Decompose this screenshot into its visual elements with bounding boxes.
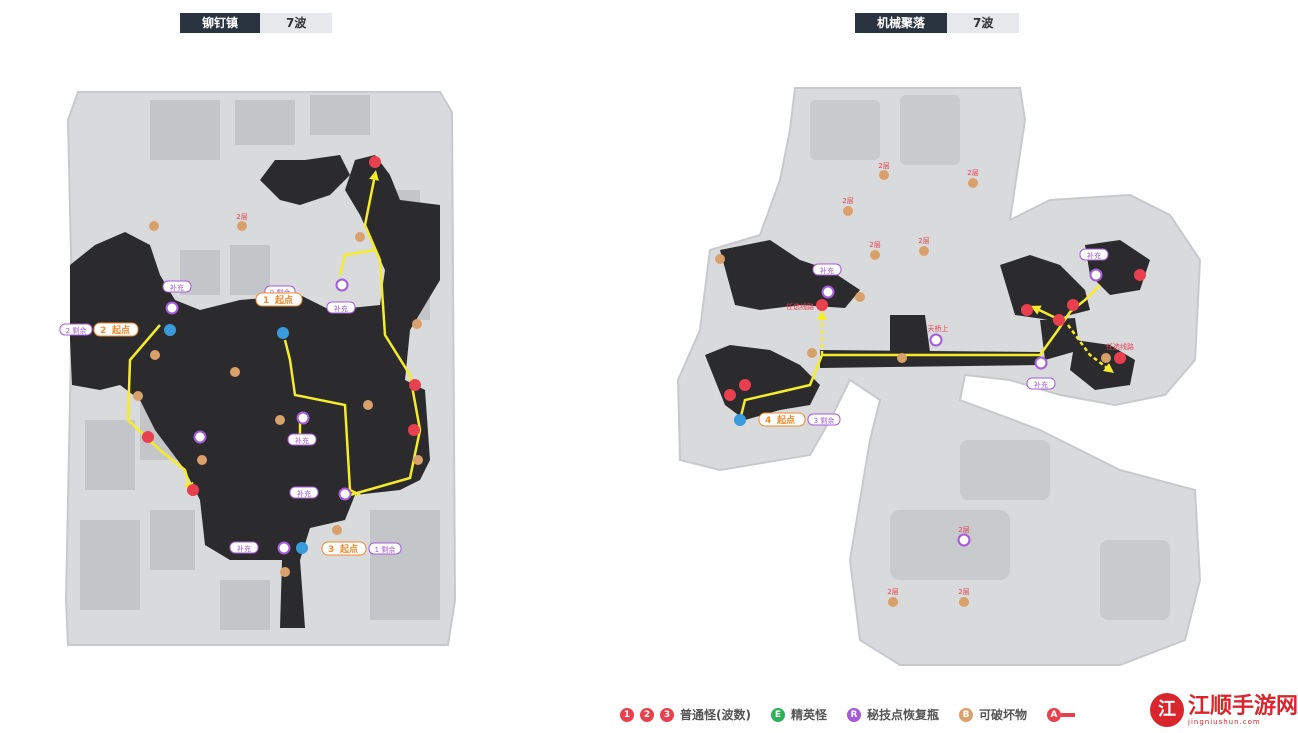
right-map-waves: 7波 [947,13,1020,33]
floor-label: 2层 [967,169,978,177]
left-supply-tags: 补充 补充 补充 补充 补充 [162,280,356,554]
start-number: 2 [100,326,106,336]
left-enemies [142,156,421,496]
legend-tech-label: 秘技点恢复瓶 [867,708,940,722]
floor-label: 2层 [236,213,247,221]
left-map-waves: 7波 [260,13,333,33]
floor-label: 2层 [878,162,889,170]
left-breakables [133,221,423,577]
supply-label: 补充 [1034,380,1048,389]
path-key-icon: A [1047,707,1076,722]
elite-icon: E [770,707,785,722]
right-floor-labels: 2层 2层 2层 2层 2层 2层 2层 2层 任选线路 任选线路 天桥上 [786,162,1134,596]
left-floor [70,155,440,628]
right-breakables [715,170,1111,607]
legend-breakable-label: 可破坏物 [979,708,1028,722]
watermark-url: jingniushun.com [1188,718,1261,726]
start-number: 4 [765,416,771,426]
supply-label: 补充 [170,283,184,292]
left-start-2: 2 剩余 2 起点 [59,322,176,337]
left-start-3: 3 起点 1 剩余 [296,541,402,556]
left-map-header: 铆钉镇 7波 [180,13,333,33]
right-map-header: 机械聚落 7波 [855,13,1020,33]
supply-label: 补充 [297,489,311,498]
supply-label: 补充 [334,304,348,313]
watermark: 江 江顺手游网 jingniushun.com [1150,693,1298,727]
supply-label: 补充 [237,544,251,553]
start-label: 起点 [776,414,795,426]
floor-label: 2层 [842,197,853,205]
optional-route-label: 任选线路 [786,302,814,311]
supply-label: 补充 [820,266,834,275]
start-icon [734,414,746,426]
start-label: 起点 [111,324,130,336]
start-number: 1 [263,296,269,306]
tech-point-icon: R [847,707,861,722]
right-tech-points [821,268,1103,547]
watermark-title: 江顺手游网 [1188,693,1298,719]
start-label: 起点 [339,543,358,555]
start-remaining: 1 剩余 [375,545,396,554]
left-map-name: 铆钉镇 [180,13,261,33]
right-supply-tags: 补充 补充 补充 [812,248,1109,390]
floor-label: 2层 [918,237,929,245]
right-map-name: 机械聚落 [855,13,948,33]
watermark-logo-icon: 江 [1150,693,1184,727]
legend-elite-label: 精英怪 [790,708,827,722]
floor-label: 2层 [887,588,898,596]
breakable-icon: B [959,707,974,722]
supply-label: 补充 [295,436,309,445]
start-icon [296,542,308,554]
right-map: 2层 2层 2层 2层 2层 2层 2层 2层 任选线路 任选线路 天桥上 补充… [676,87,1202,666]
right-start-4: 4 起点 3 剩余 [734,412,841,427]
left-routes [126,170,422,497]
left-tech-points [165,278,352,555]
start-icon [277,327,289,339]
right-terrain [810,95,1170,620]
left-map: 补充 补充 补充 补充 补充 2层 0 剩余 1 起点 2 剩余 2 起点 [59,91,457,646]
start-label: 起点 [274,294,293,306]
left-start-1: 0 剩余 1 起点 [255,285,303,339]
start-icon [164,324,176,336]
bridge-label: 天桥上 [928,324,949,333]
floor-label: 2层 [869,241,880,249]
wave-3-icon: 3 [660,707,674,722]
start-remaining: 2 剩余 [66,326,87,335]
optional-route-label: 任选线路 [1106,342,1134,351]
supply-label: 补充 [1087,251,1101,260]
map-legend: 1 2 3 普通怪(波数) E 精英怪 R 秘技点恢复瓶 B 可破坏物 A [620,706,1076,723]
right-enemies [724,269,1146,401]
wave-1-icon: 1 [620,707,634,722]
start-remaining: 3 剩余 [814,416,835,425]
floor-label: 2层 [958,588,969,596]
floor-label: 2层 [958,526,969,534]
wave-2-icon: 2 [640,707,654,722]
legend-normal-label: 普通怪(波数) [680,708,751,722]
start-number: 3 [328,545,334,555]
right-map-ground [676,87,1202,666]
